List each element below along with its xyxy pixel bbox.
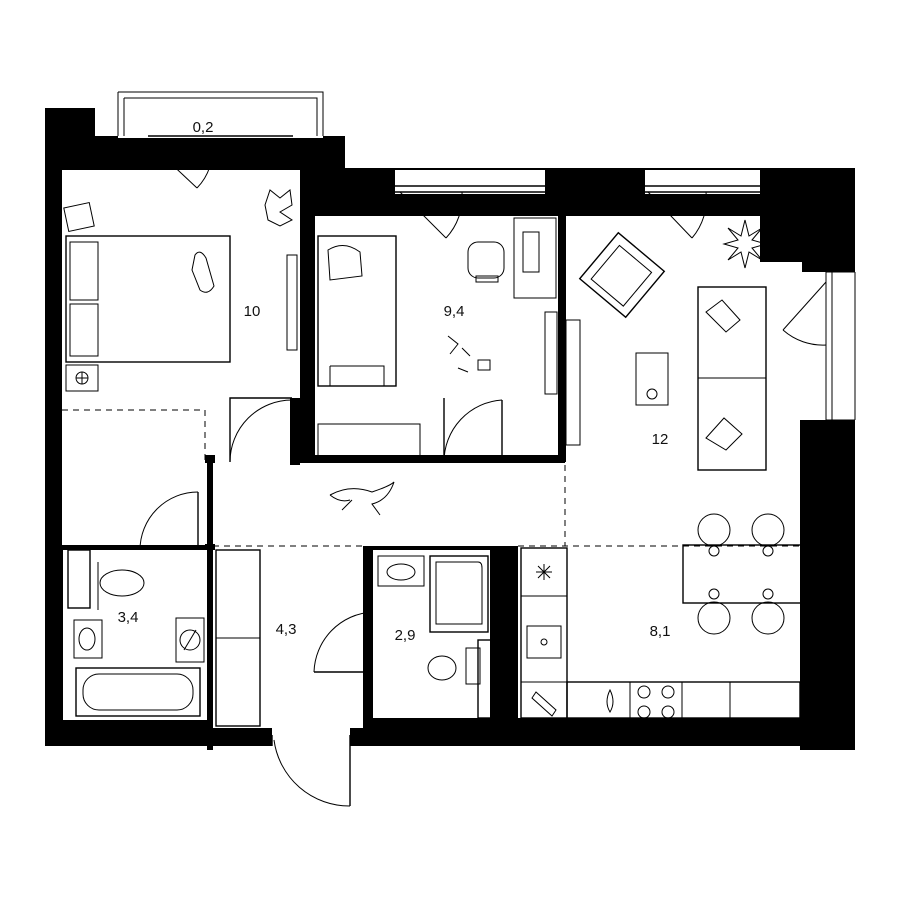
kitchen-area-label: 8,1 [650, 623, 671, 640]
balcony-area-label: 0,2 [193, 119, 214, 136]
bedroom-area-label: 10 [244, 303, 261, 320]
kitchen-fixtures [520, 513, 802, 719]
kids-room-area-label: 9,4 [444, 303, 465, 320]
bathroom-area-label: 3,4 [118, 609, 139, 626]
living-room-furniture [565, 219, 768, 471]
bathroom-fixtures [67, 549, 205, 717]
hallway-area-label: 4,3 [276, 621, 297, 638]
corridor-decor [329, 481, 395, 516]
living-room-area-label: 12 [652, 431, 669, 448]
zone-separators [62, 409, 802, 547]
windows [117, 91, 856, 421]
bedroom-furniture [63, 189, 298, 392]
doors [139, 141, 827, 807]
room-labels: 0,2 10 9,4 12 3,4 4,3 2,9 8,1 [118, 119, 671, 644]
interior-walls [45, 136, 855, 750]
kids-room-furniture [317, 217, 558, 459]
toilet-fixtures [377, 555, 501, 719]
toilet-area-label: 2,9 [395, 627, 416, 644]
hallway-wardrobe [215, 549, 261, 727]
